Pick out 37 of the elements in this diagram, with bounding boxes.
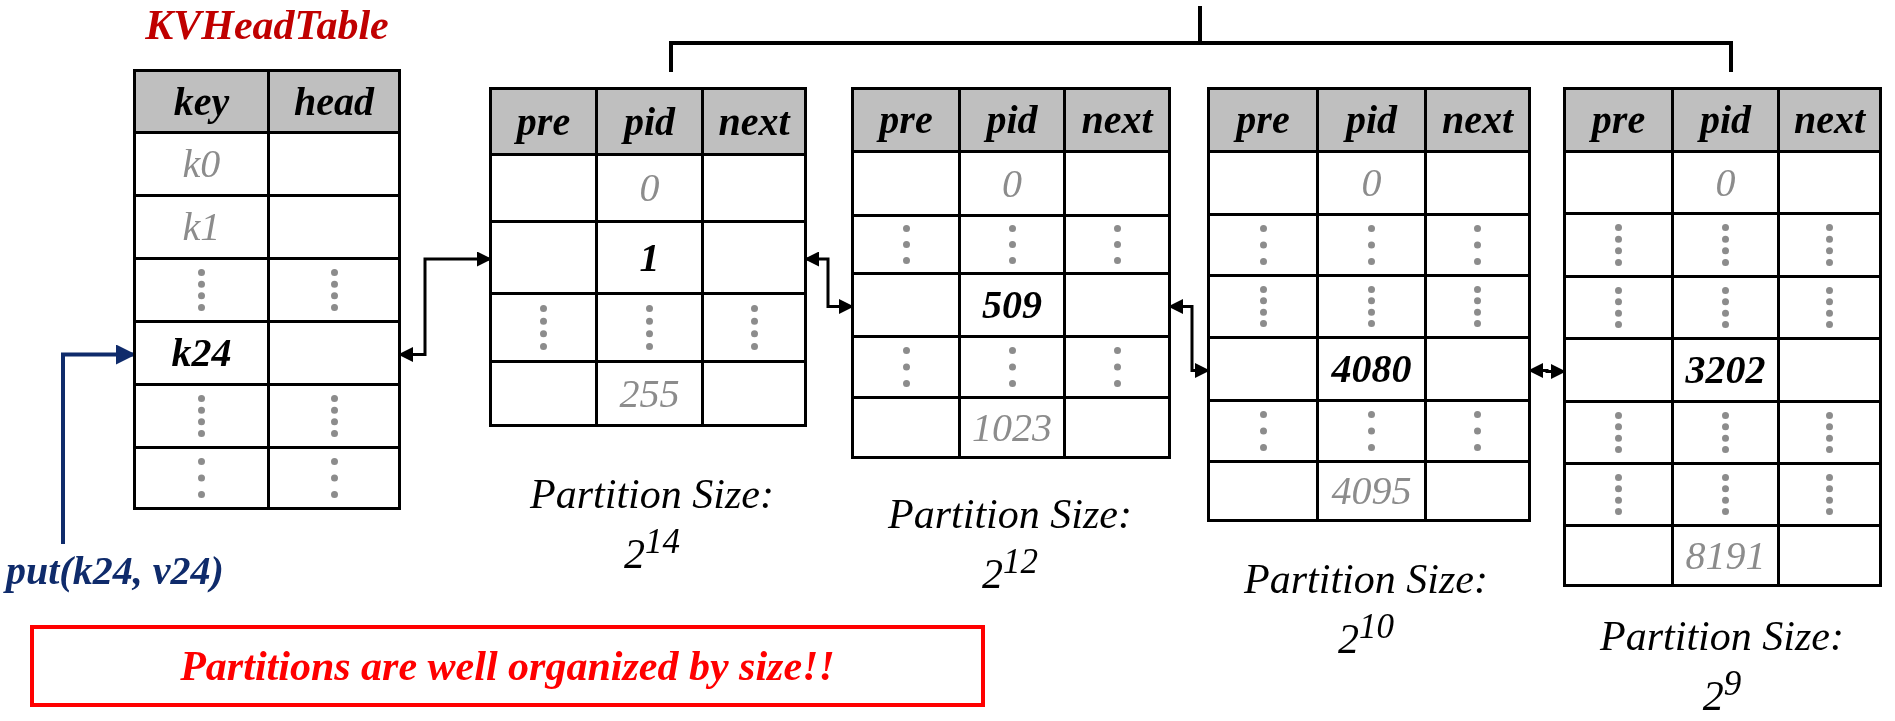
node-label: Partition Size: 2$^{10}$ (1243, 555, 1489, 663)
header-cell: pre (492, 90, 598, 156)
table-cell: 255 (598, 363, 704, 424)
header-cell: pre (1566, 90, 1674, 153)
note-box: Partitions are well organized by size!! (30, 625, 985, 707)
table-cell: 0 (1674, 153, 1780, 215)
table-cell (1210, 339, 1319, 402)
node-label: Partition Size: 2$^{12}$ (887, 490, 1133, 598)
header-cell: key (136, 72, 270, 134)
header-cell: next (1780, 90, 1879, 153)
table-cell (492, 223, 598, 295)
table-cell: 3202 (1674, 340, 1780, 403)
header-cell: pid (1319, 90, 1427, 153)
table-cell: k0 (136, 134, 270, 197)
table-cell: 8191 (1674, 527, 1780, 584)
table-cell (854, 275, 961, 338)
header-cell: next (1066, 90, 1168, 153)
header-cell: head (270, 72, 398, 134)
header-cell: pid (598, 90, 704, 156)
table-cell: k1 (136, 197, 270, 260)
header-cell: pre (854, 90, 961, 153)
table-title: KVHeadTable (144, 2, 390, 49)
table-cell: k24 (136, 323, 270, 386)
header-cell: next (1427, 90, 1528, 153)
table-cell: 0 (961, 153, 1066, 217)
table-cell: 1 (598, 223, 704, 295)
table-cell: 1023 (961, 399, 1066, 456)
table-cell: 4095 (1319, 463, 1427, 519)
node-label: Partition Size: 2$^{9}$ (1599, 612, 1845, 720)
node-label: Partition Size: 2$^{14}$ (529, 470, 775, 578)
table-cell: 0 (598, 156, 704, 223)
table-cell: 0 (1319, 153, 1427, 216)
header-cell: pid (961, 90, 1066, 153)
table-cell (1566, 340, 1674, 403)
header-cell: pid (1674, 90, 1780, 153)
header-cell: pre (1210, 90, 1319, 153)
header-cell: next (704, 90, 804, 156)
